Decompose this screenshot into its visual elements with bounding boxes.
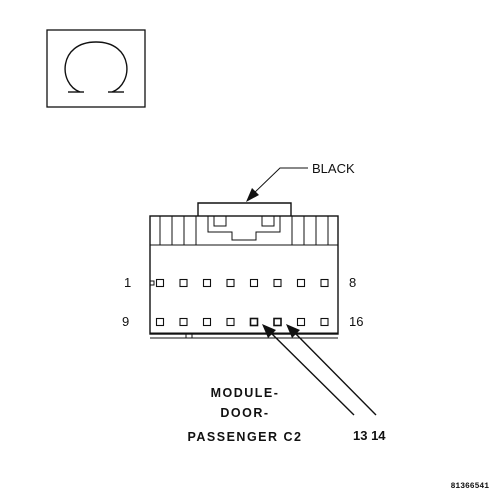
- left-ribs: [159, 216, 197, 245]
- pin-13-callout: [262, 324, 355, 416]
- ohm-icon: [64, 41, 128, 93]
- connector-color-label: BLACK: [312, 161, 355, 176]
- pin-label-last-bottom: 16: [349, 314, 363, 329]
- pin-cavity-7: [296, 278, 306, 288]
- connector-body: [149, 202, 339, 339]
- color-callout-arrow: [246, 167, 308, 202]
- pin-cavity-15: [296, 317, 306, 327]
- pin-label-first-top: 1: [124, 275, 131, 290]
- right-ribs: [291, 216, 329, 245]
- figure-id: 81366541: [451, 482, 490, 491]
- pin-cavity-3: [202, 278, 212, 288]
- pin-cavity-6: [273, 278, 282, 288]
- pin-cavity-10: [179, 317, 188, 327]
- module-label-line2: DOOR-: [220, 406, 269, 420]
- pin-14-callout: [286, 324, 377, 416]
- pin-cavity-11: [202, 317, 212, 327]
- pin-cavity-4: [226, 278, 235, 288]
- pin-label-first-bottom: 9: [122, 314, 129, 329]
- ohm-symbol-box: [46, 29, 146, 108]
- pin-cavity-9: [155, 317, 165, 327]
- pin-cavity-16: [320, 317, 329, 327]
- pin-cavity-14: [273, 317, 282, 327]
- pin-cavities: [149, 278, 329, 327]
- pin-cavity-2: [179, 278, 188, 288]
- pin-label-last-top: 8: [349, 275, 356, 290]
- pin-cavity-8: [320, 278, 329, 288]
- pin-cavity-13: [249, 317, 259, 327]
- module-label-line3: PASSENGER C2: [187, 430, 302, 444]
- pin-callout-label: 13 14: [353, 428, 386, 443]
- pin-cavity-1: [155, 278, 165, 288]
- pin-cavity-12: [226, 317, 235, 327]
- pin-cavity-5: [249, 278, 259, 288]
- module-label-line1: MODULE-: [211, 386, 280, 400]
- pin-row-end-stub: [149, 280, 155, 286]
